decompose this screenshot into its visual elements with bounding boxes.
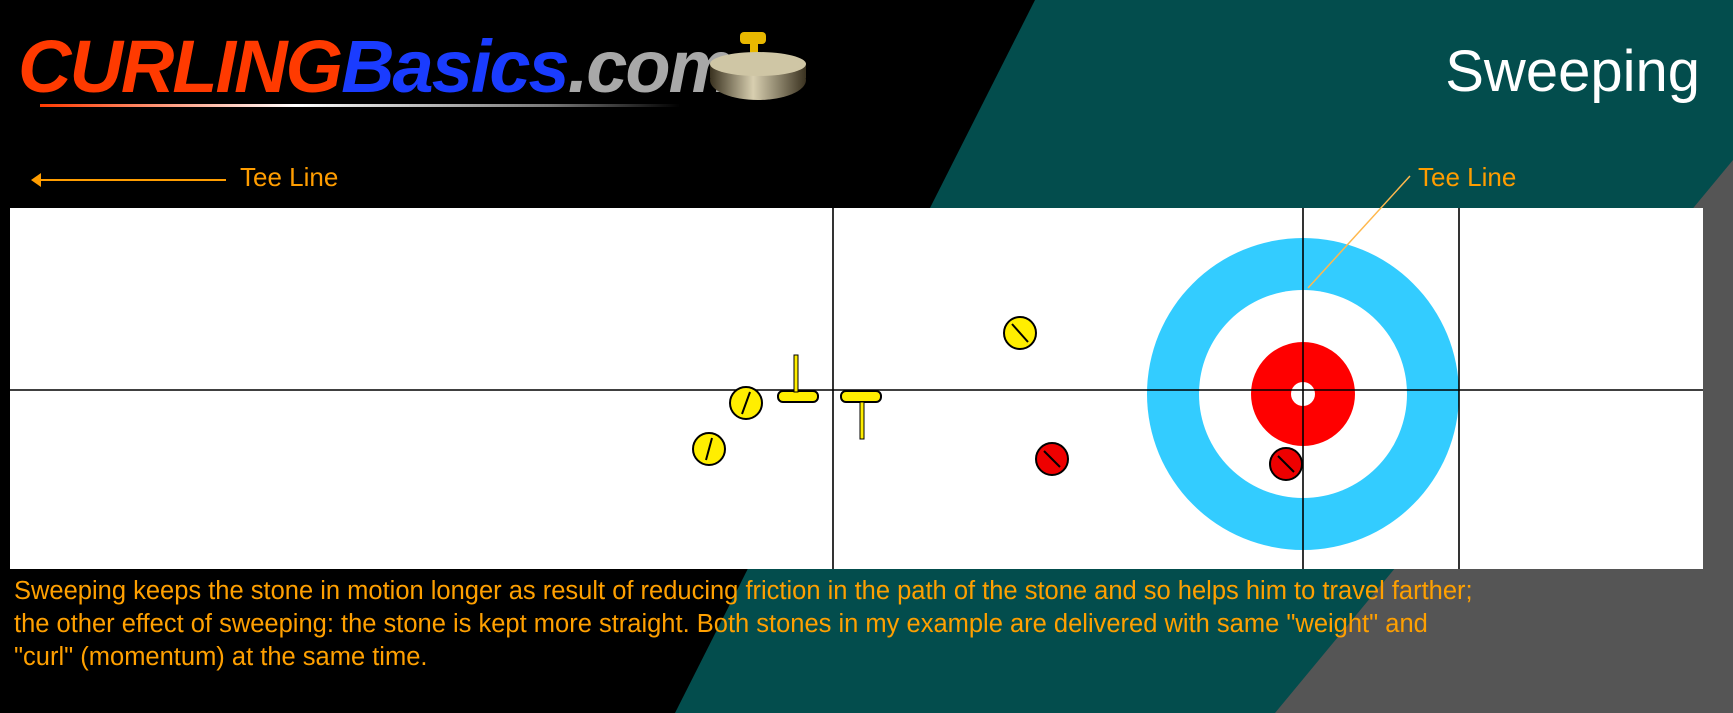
logo-part-com: .com xyxy=(567,25,735,108)
curling-stone-icon xyxy=(710,32,806,100)
red-stone-1 xyxy=(1035,442,1069,476)
tee-line-label-left: Tee Line xyxy=(240,162,339,192)
broom-icon xyxy=(840,390,882,440)
yellow-stone-1 xyxy=(729,386,763,420)
site-logo[interactable]: CURLINGBasics.com xyxy=(18,22,735,112)
logo-underline xyxy=(40,104,680,107)
yellow-stone-2 xyxy=(692,432,726,466)
tee-line-label-right: Tee Line xyxy=(1418,162,1517,192)
page-title: Sweeping xyxy=(1445,39,1700,104)
logo-part-basics: Basics xyxy=(341,25,570,108)
tee-line-pointer xyxy=(1307,175,1411,289)
red-stone-2 xyxy=(1269,447,1303,481)
broom-icon xyxy=(777,354,819,403)
logo-part-curling: CURLING xyxy=(18,25,343,108)
description-text: Sweeping keeps the stone in motion longe… xyxy=(14,577,1473,671)
yellow-stone-3 xyxy=(1003,316,1037,350)
arrow-head-icon xyxy=(31,173,41,187)
